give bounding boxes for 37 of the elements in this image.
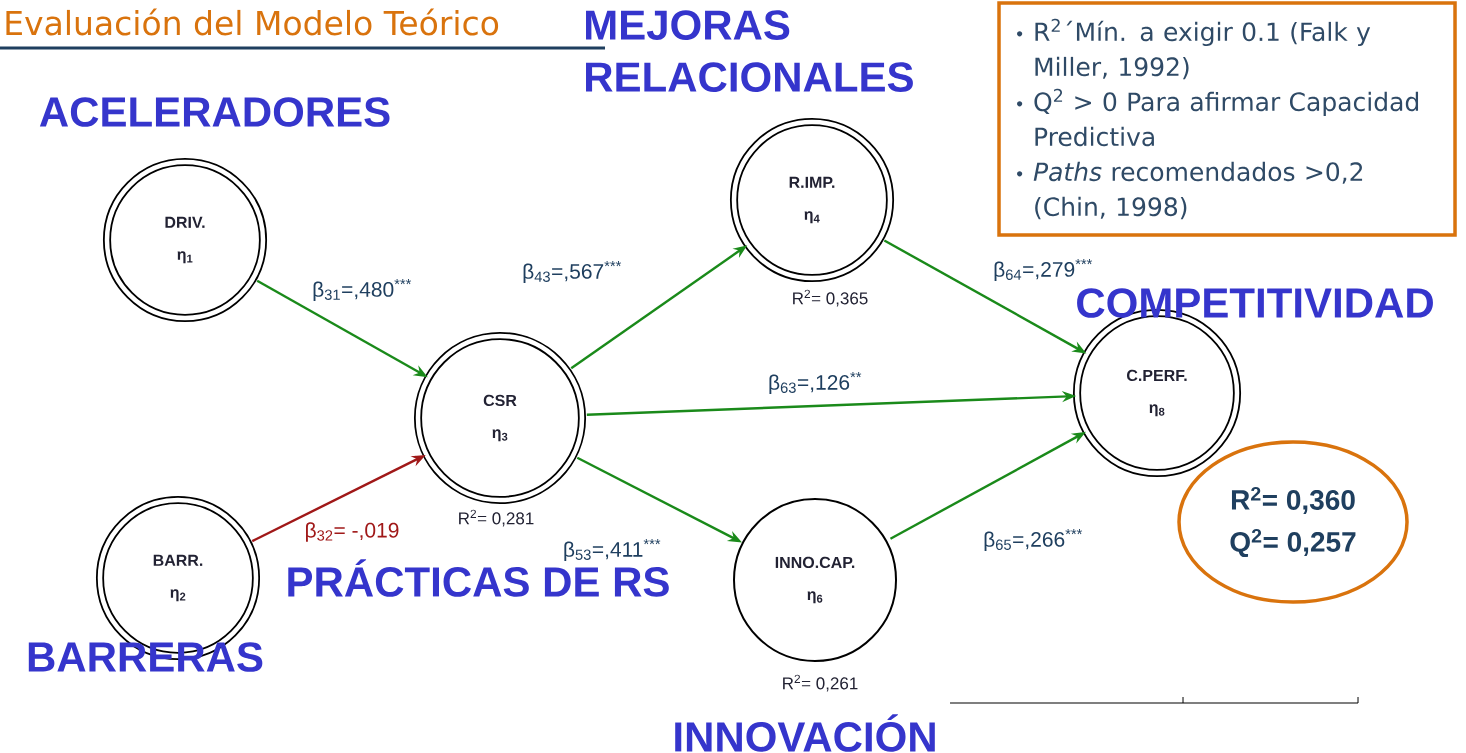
statistic-value: R$^{2}$= 0,360: [1231, 486, 1355, 514]
eta-symbol: η$_{8}$: [1149, 404, 1165, 417]
r-squared-label: R$^{2}$= 0,281: [459, 509, 534, 527]
category-heading: MEJORAS RELACIONALES: [586, 10, 913, 92]
eta-symbol: η$_{6}$: [807, 591, 823, 604]
eta-symbol: η$_{3}$: [492, 429, 508, 442]
category-heading: BARRERAS: [28, 642, 263, 672]
double-circle: [413, 331, 587, 505]
variable-name: R.IMP.: [789, 176, 835, 188]
path-coefficient: β$_{32}$= -,019: [303, 521, 401, 543]
variable-name: INNO.CAP.: [775, 556, 855, 569]
path-coefficient: β$_{53}$=,411$^{***}$: [561, 538, 663, 562]
variable-name: CSR: [483, 394, 517, 407]
note-box: [997, 1, 1457, 237]
path-coefficient: β$_{64}$=,279$^{***}$: [992, 258, 1094, 282]
path-coefficient: β$_{31}$=,480$^{***}$: [311, 278, 413, 302]
variable-name: C.PERF.: [1127, 369, 1187, 382]
path-coefficient: β$_{63}$=,126$^{**}$: [767, 371, 863, 395]
r-squared-label: R$^{2}$= 0,261: [783, 674, 858, 692]
double-circle: [102, 157, 268, 323]
r-squared-label: R$^{2}$= 0,365: [793, 289, 868, 307]
eta-symbol: η$_{4}$: [804, 211, 820, 224]
statistic-value: Q$^{2}$= 0,257: [1230, 528, 1356, 558]
circle: [733, 498, 897, 662]
category-heading: INNOVACIÓN: [675, 714, 935, 752]
eta-symbol: η$_{1}$: [177, 251, 193, 264]
double-circle: [729, 117, 895, 283]
variable-name: BARR.: [153, 554, 203, 566]
eta-symbol: η$_{2}$: [170, 589, 186, 602]
bullet-item: R$^{2}$´Mín. a exigir 0.1 (Falk y Miller, 1992): [1035, 18, 1371, 80]
title: Evaluación del Modelo Teórico: [6, 8, 499, 36]
category-heading: COMPETITIVIDAD: [1077, 288, 1433, 318]
bullet-item: Paths recomendados >0,2 (Chin, 1998): [1033, 161, 1363, 220]
path-coefficient: β$_{65}$=,266$^{***}$: [982, 528, 1084, 552]
ellipse: [1177, 440, 1409, 604]
variable-name: DRIV.: [165, 216, 205, 228]
path-coefficient: β$_{43}$=,567$^{***}$: [521, 260, 623, 284]
